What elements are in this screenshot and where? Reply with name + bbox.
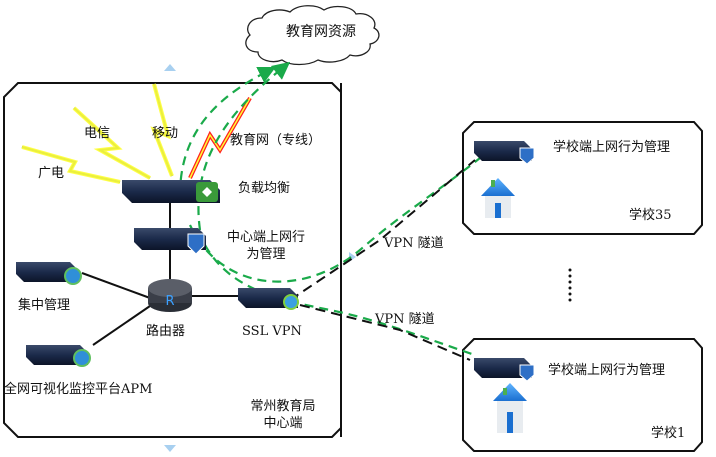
school35-device[interactable] bbox=[474, 141, 535, 165]
ellipsis-dots bbox=[568, 268, 572, 302]
green-paths bbox=[178, 61, 481, 357]
center-region-label-1: 常州教育局 bbox=[250, 399, 316, 414]
ac-shield-icon bbox=[519, 364, 535, 382]
school1-border bbox=[462, 338, 703, 452]
vpn-tunnel-label: VPN 隧道 bbox=[384, 236, 444, 251]
ac-shield-icon bbox=[187, 233, 205, 255]
ac-shield-icon bbox=[519, 147, 535, 165]
school1-device-label: 学校端上网行为管理 bbox=[548, 363, 666, 378]
globe-icon bbox=[73, 349, 91, 367]
school35-border bbox=[462, 121, 703, 235]
cloud-shape bbox=[245, 5, 380, 66]
isp-telecom-label: 电信 bbox=[84, 126, 111, 141]
load-balancer-label: 负载均衡 bbox=[238, 181, 291, 196]
vpn-tunnels bbox=[289, 159, 476, 361]
router-label: 路由器 bbox=[146, 324, 186, 339]
ie-icon bbox=[283, 294, 299, 310]
center-behavior-mgmt-label-2: 为管理 bbox=[246, 247, 286, 262]
isp-broadcast-label: 广电 bbox=[38, 166, 65, 181]
apm-label: 全网可视化监控平台APM bbox=[4, 382, 153, 397]
resize-handle-bottom bbox=[164, 445, 176, 452]
router-device[interactable]: R bbox=[148, 279, 192, 312]
center-region-label-2: 中心端 bbox=[263, 416, 303, 431]
school35-name: 学校35 bbox=[629, 208, 672, 223]
load-balancer-device[interactable] bbox=[122, 180, 220, 203]
school35-device-label: 学校端上网行为管理 bbox=[553, 140, 671, 155]
isp-mobile-label: 移动 bbox=[152, 126, 179, 141]
school1-device[interactable] bbox=[474, 358, 535, 382]
lan-links bbox=[81, 83, 342, 437]
central-mgmt-device[interactable] bbox=[16, 262, 82, 285]
resize-handle-top bbox=[164, 64, 176, 71]
center-region-border bbox=[3, 82, 342, 438]
ssl-vpn-device[interactable] bbox=[238, 288, 299, 310]
router-icon: R bbox=[165, 294, 174, 309]
ssl-vpn-label: SSL VPN bbox=[242, 324, 302, 339]
school35-house-icon bbox=[481, 178, 515, 218]
vpn-tunnel-label: VPN 隧道 bbox=[375, 312, 435, 327]
center-behavior-mgmt-label-1: 中心端上网行 bbox=[226, 230, 305, 245]
isp-edu-label: 教育网（专线） bbox=[230, 133, 322, 148]
school1-house-icon bbox=[493, 383, 527, 433]
apm-device[interactable] bbox=[26, 345, 91, 367]
center-behavior-mgmt-device[interactable] bbox=[134, 228, 206, 255]
central-mgmt-label: 集中管理 bbox=[18, 298, 71, 313]
cloud-label: 教育网资源 bbox=[286, 24, 356, 40]
globe-icon bbox=[64, 267, 82, 285]
school1-name: 学校1 bbox=[651, 426, 686, 441]
